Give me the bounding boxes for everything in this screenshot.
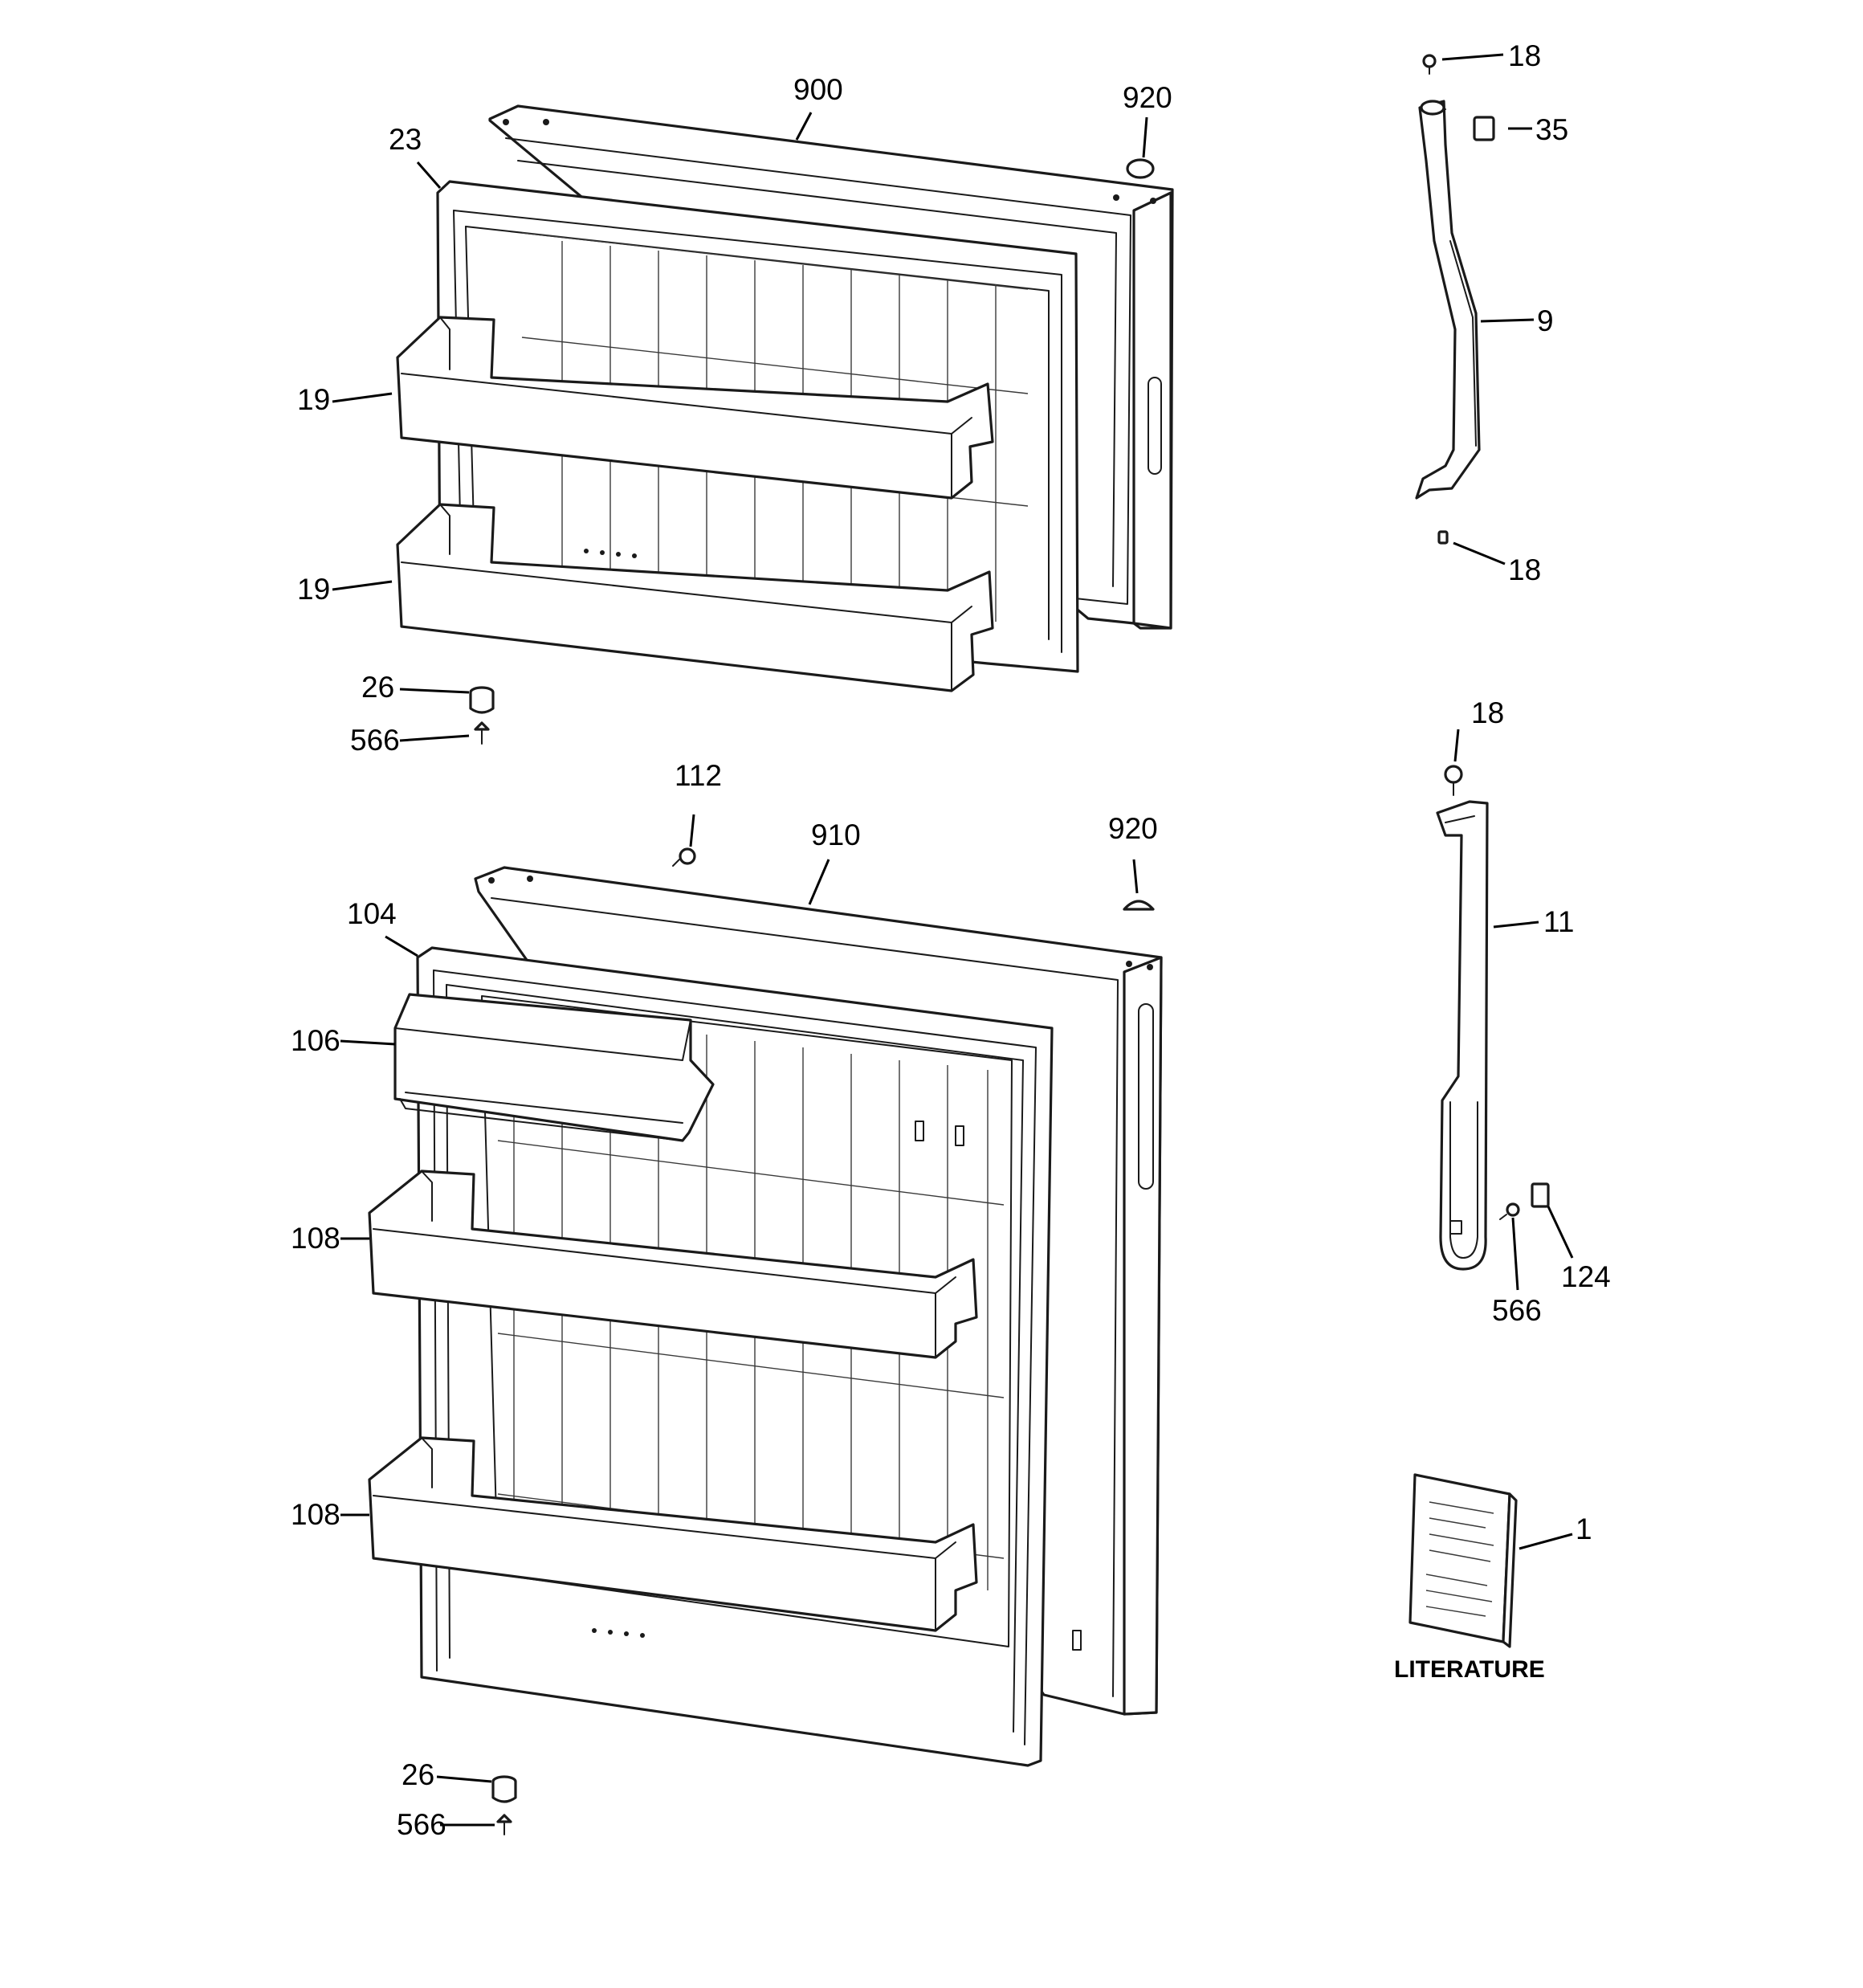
callout-920-bottom: 920: [1108, 812, 1158, 845]
clip-124: [1531, 1182, 1550, 1208]
callout-900: 900: [793, 73, 843, 106]
screw-18-b: [1437, 530, 1449, 545]
callout-26-top: 26: [361, 671, 394, 704]
door-bin-108-lower: [368, 1436, 978, 1632]
leader-lines: [332, 53, 1574, 1827]
dairy-compartment-106: [393, 993, 715, 1142]
plug-920-bottom: [1123, 900, 1155, 911]
callout-124: 124: [1561, 1260, 1611, 1293]
literature-label: LITERATURE: [1394, 1656, 1545, 1683]
fresh-food-door-assembly: [368, 866, 1163, 1767]
literature-booklet-1: [1408, 1473, 1518, 1648]
door-bin-108-upper: [368, 1170, 978, 1359]
screw-18-c: [1444, 765, 1463, 796]
callout-11: 11: [1543, 905, 1574, 938]
callout-19-upper: 19: [297, 383, 330, 416]
door-stop-part-26-bottom: [491, 1775, 517, 1803]
callout-35: 35: [1535, 113, 1568, 146]
callout-9: 9: [1537, 304, 1554, 337]
callout-566-right: 566: [1492, 1294, 1542, 1327]
screw-18-a: [1422, 54, 1437, 75]
callout-18-a: 18: [1508, 39, 1541, 72]
fresh-food-handle-11: [1436, 800, 1489, 1271]
screw-566-right: [1499, 1202, 1520, 1220]
callout-23: 23: [389, 123, 422, 156]
screw-566-bottom: [496, 1814, 512, 1835]
callout-19-lower: 19: [297, 573, 330, 606]
callout-18-b: 18: [1508, 553, 1541, 586]
callout-566-bottom: 566: [397, 1808, 446, 1841]
screw-112: [672, 847, 696, 867]
freezer-door-bin-lower: [396, 503, 994, 692]
callout-1: 1: [1576, 1512, 1592, 1545]
callout-108-upper: 108: [291, 1222, 340, 1255]
callout-labels: 900 920 23 19 19 26 566 18 35 9 18 112 9…: [291, 39, 1611, 1841]
callout-18-c: 18: [1471, 696, 1504, 729]
freezer-handle-9: [1415, 100, 1481, 500]
plug-920-top: [1126, 158, 1155, 179]
freezer-door-assembly: [396, 104, 1174, 692]
screw-566-top: [474, 721, 490, 745]
callout-920-top: 920: [1123, 81, 1172, 114]
callout-26-bottom: 26: [402, 1758, 434, 1791]
callout-566-top: 566: [350, 724, 400, 757]
callout-112: 112: [675, 759, 722, 792]
callout-108-lower: 108: [291, 1498, 340, 1531]
clip-35: [1473, 116, 1495, 141]
callout-104: 104: [347, 897, 397, 930]
door-stop-part-26-top: [469, 686, 495, 714]
callout-106: 106: [291, 1024, 340, 1057]
freezer-door-bin-upper: [396, 316, 994, 500]
callout-910: 910: [811, 818, 861, 851]
